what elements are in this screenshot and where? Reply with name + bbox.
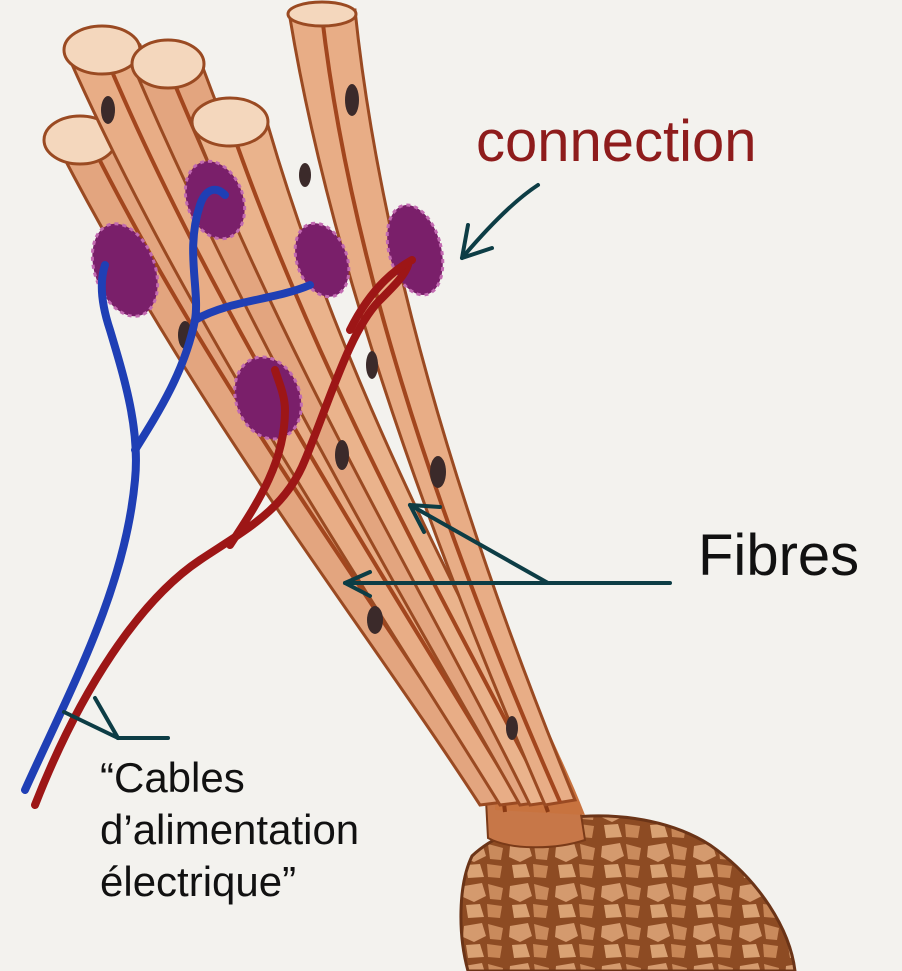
muscle-cross-section bbox=[461, 794, 795, 971]
connection-label: connection bbox=[476, 108, 757, 175]
connection-arrow bbox=[462, 185, 538, 258]
cables-label-line-1: “Cables bbox=[100, 752, 359, 804]
cables-label-line-3: électrique” bbox=[100, 856, 359, 908]
fibres-label: Fibres bbox=[698, 522, 859, 589]
cables-label-line-2: d’alimentation bbox=[100, 804, 359, 856]
cables-label: “Cables d’alimentation électrique” bbox=[100, 752, 359, 908]
